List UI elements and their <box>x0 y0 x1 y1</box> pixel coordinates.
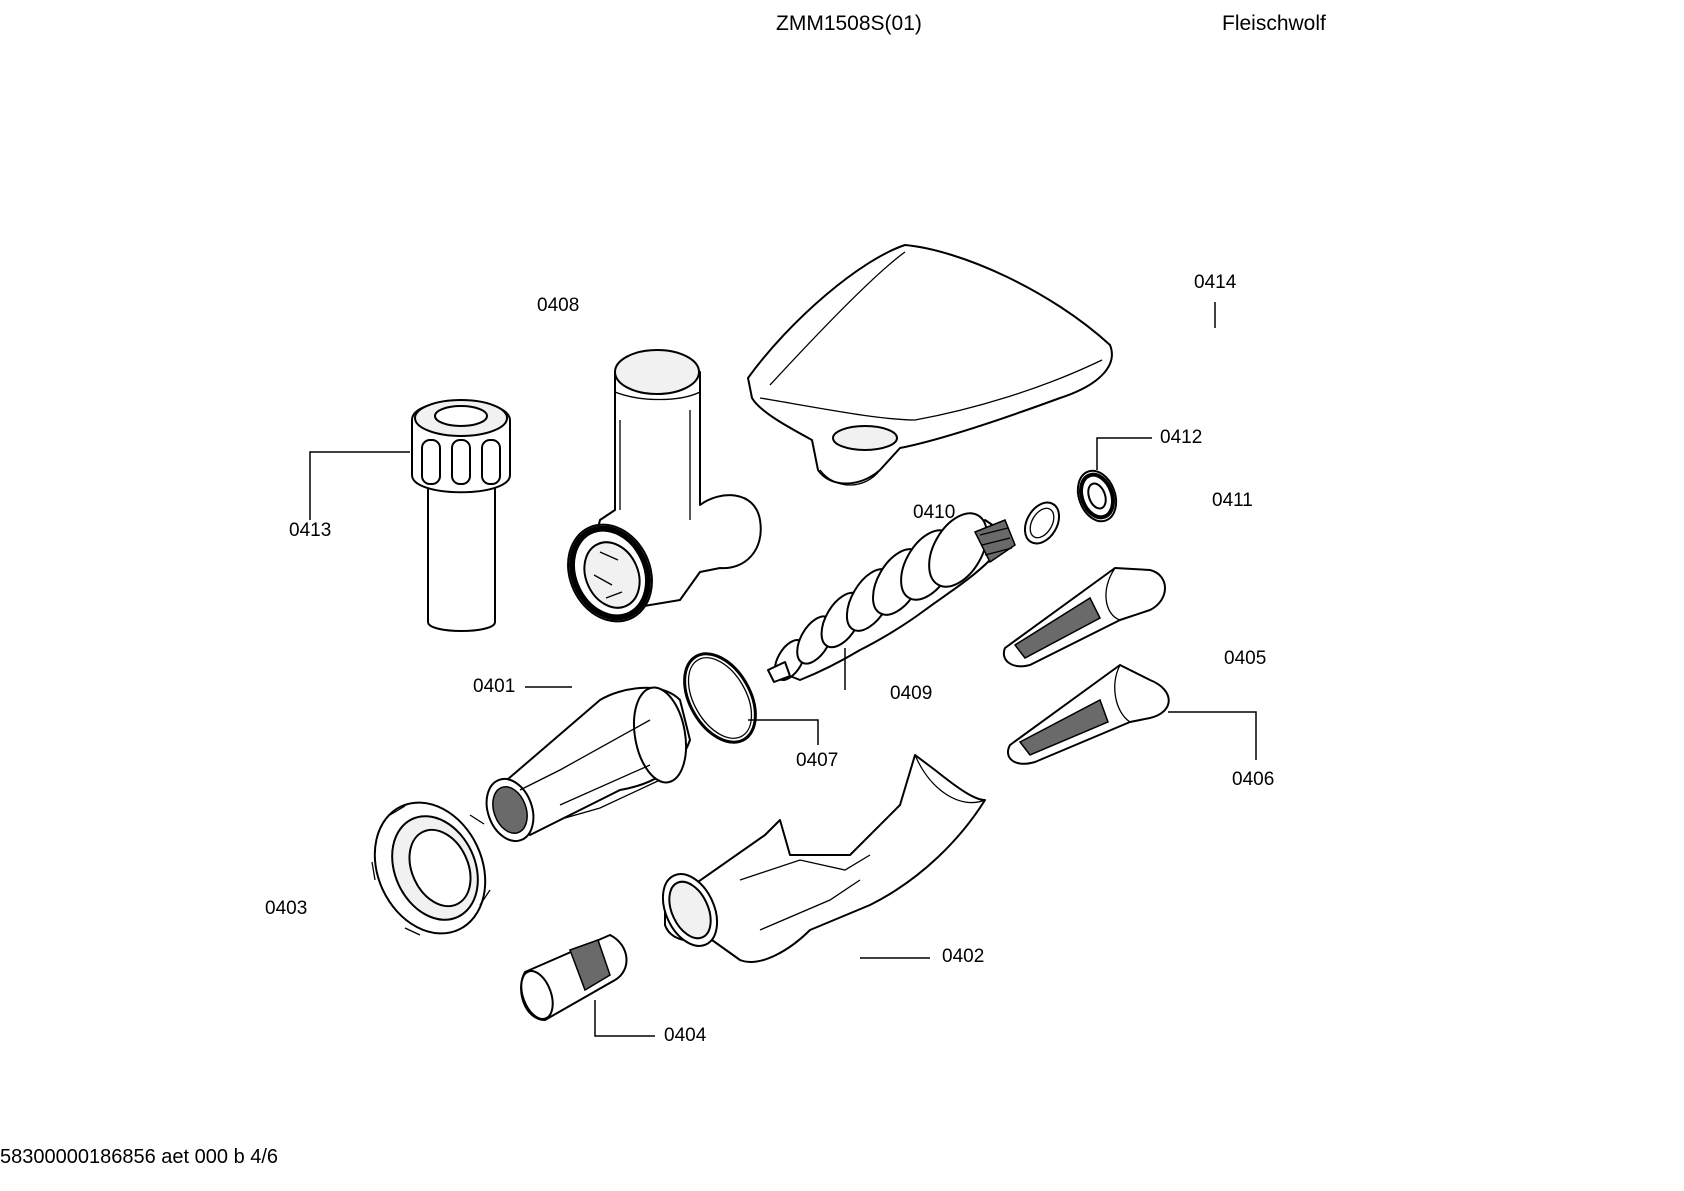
label-0407: 0407 <box>796 750 839 771</box>
part-0401-sausage-attachment <box>485 686 691 842</box>
label-0403: 0403 <box>265 898 308 919</box>
leader-0407 <box>748 719 819 745</box>
drawing-title: Fleischwolf <box>1222 12 1326 35</box>
part-0405-cone <box>1002 567 1166 668</box>
label-0404: 0404 <box>664 1025 707 1046</box>
label-0406: 0406 <box>1232 769 1275 790</box>
part-0404-small-cone <box>520 934 628 1021</box>
label-0413: 0413 <box>289 520 332 541</box>
leader-0412 <box>1096 437 1152 470</box>
label-0409: 0409 <box>890 683 933 704</box>
label-0408: 0408 <box>537 295 580 316</box>
leader-0404 <box>594 1000 655 1037</box>
part-0407-o-ring <box>683 652 757 744</box>
part-0409-auger <box>767 512 1016 683</box>
label-0401: 0401 <box>473 676 516 697</box>
label-0411: 0411 <box>1212 490 1253 511</box>
label-0414: 0414 <box>1194 272 1237 293</box>
label-0410: 0410 <box>913 502 956 523</box>
model-number: ZMM1508S(01) <box>776 12 922 35</box>
part-0403-ring-nut <box>371 801 491 936</box>
label-0412: 0412 <box>1160 427 1203 448</box>
part-0414-hopper-tray <box>747 244 1113 486</box>
leader-0413 <box>309 451 410 520</box>
part-0412-washer <box>1076 469 1118 523</box>
label-0402: 0402 <box>942 946 985 967</box>
part-0413-pusher <box>411 399 511 632</box>
label-0405: 0405 <box>1224 648 1267 669</box>
part-0406-cone <box>1007 664 1170 765</box>
part-0408-housing <box>567 349 762 623</box>
leader-lines <box>309 302 1257 1037</box>
document-reference: 58300000186856 aet 000 b 4/6 <box>0 1146 279 1168</box>
part-0410-disk <box>1023 501 1061 545</box>
part-0402-attachment-base <box>661 754 986 963</box>
leader-0406 <box>1168 711 1257 760</box>
